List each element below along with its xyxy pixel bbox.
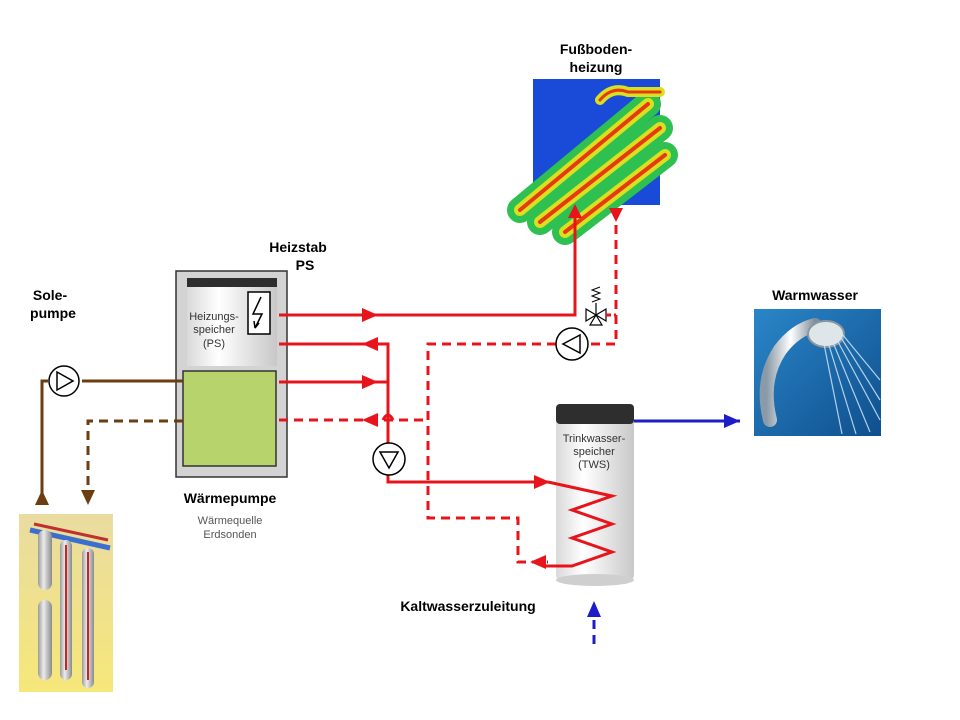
arrow-up-brine [35, 490, 49, 505]
heizungsspeicher-label-line3: (PS) [203, 338, 225, 350]
brine-return-dashed [86, 419, 183, 496]
arrow-left-ps-outlet [362, 337, 378, 351]
warmwasser-label: Warmwasser [772, 287, 858, 303]
pump-triangle-icon-floor [555, 327, 589, 361]
heizstab-lightning-bolt-icon [247, 291, 271, 335]
arrow-right-hot-water [724, 414, 740, 428]
pump-triangle-icon-solepumpe [48, 365, 80, 397]
fussbodenheizung-label-line2: heizung [570, 59, 623, 75]
arrow-right-tws-coil [534, 475, 550, 489]
return-pipes-dashed [279, 210, 618, 564]
trinkwasserspeicher-label-line3: (TWS) [578, 459, 610, 471]
arrow-right-ps-mid [362, 375, 378, 389]
pump-triangle-icon-ps [372, 442, 406, 476]
arrow-up-cold-water [587, 601, 601, 617]
floor-heating-thermal-icon [507, 79, 678, 245]
arrow-left-tws-return [530, 555, 546, 569]
borehole-probe-icon [19, 514, 113, 692]
solepumpe-label-line1: Sole- [33, 287, 68, 303]
heizstab-label-line1: Heizstab [269, 239, 327, 255]
fussbodenheizung-label-line1: Fußboden- [560, 41, 633, 57]
arrow-down-floor-return [609, 208, 623, 222]
arrow-right-ps-top [362, 308, 378, 322]
brine-pipes [40, 379, 183, 505]
arrow-up-floor-supply [568, 204, 582, 218]
heizungsspeicher-label-line2: speicher [193, 324, 235, 336]
pipe-crossing-hump [381, 413, 395, 421]
shower-head-icon [754, 309, 881, 436]
trinkwasserspeicher-label-line2: speicher [573, 446, 615, 458]
waermequelle-label-line1: Wärmequelle [198, 515, 263, 527]
three-way-valve-icon [585, 286, 616, 326]
flow-arrows [35, 204, 740, 617]
trinkwasserspeicher-label-line1: Trinkwasser- [563, 433, 626, 445]
trinkwasserspeicher-tank [546, 404, 634, 586]
arrow-down-brine [81, 490, 95, 505]
arrow-left-ps-return [362, 413, 378, 427]
solepumpe-label-line2: pumpe [30, 305, 76, 321]
kaltwasserzuleitung-label: Kaltwasserzuleitung [400, 598, 535, 614]
heizungsspeicher-label-line1: Heizungs- [189, 311, 239, 323]
waermepumpe-label: Wärmepumpe [184, 490, 277, 506]
waermequelle-label-line2: Erdsonden [203, 529, 256, 541]
heizstab-label-line2: PS [296, 257, 315, 273]
